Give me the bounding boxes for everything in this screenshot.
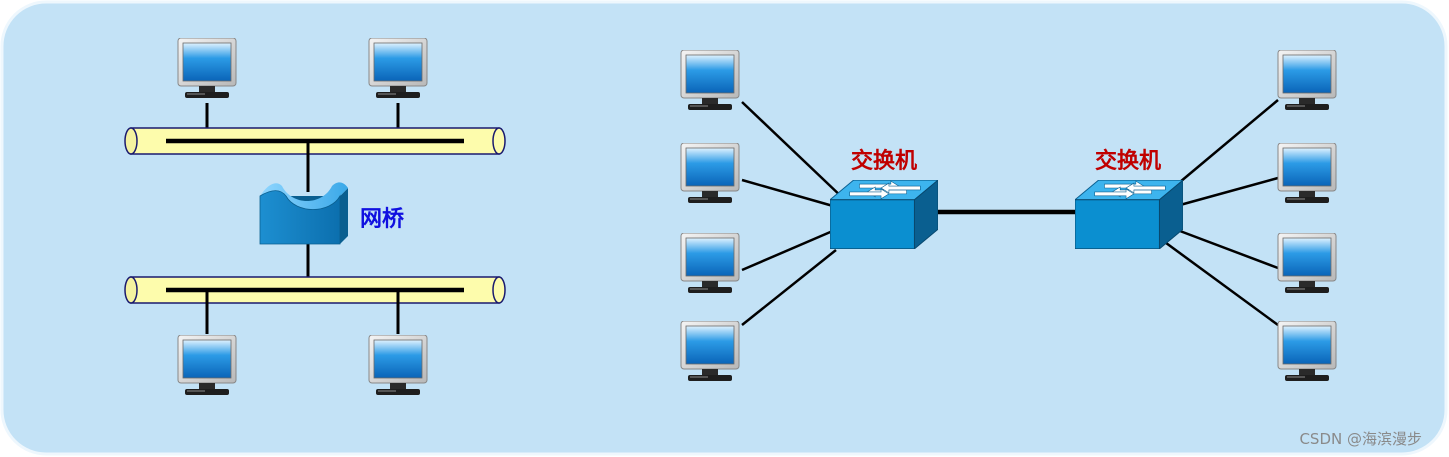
switch-icon [1075,180,1183,249]
bridge-icon [259,182,348,245]
switch-b-label: 交换机 [1095,148,1161,174]
bridge-label: 网桥 [360,206,404,232]
switch-a-label: 交换机 [851,148,917,174]
wire [1179,99,1279,183]
wire [1161,238,1279,327]
wire [1171,226,1279,270]
upper-ethernet-bus [124,127,506,155]
watermark: CSDN @海滨漫步 [1299,430,1422,448]
wire [1179,176,1279,207]
wire [741,228,836,272]
switch-topology: 交换机 交换机 [680,50,1337,382]
wire [741,178,841,210]
switch-icon [830,180,938,249]
wire [741,101,846,201]
bridge-topology: 网桥 [124,38,506,396]
lower-ethernet-bus [124,276,506,304]
wire [741,249,837,326]
